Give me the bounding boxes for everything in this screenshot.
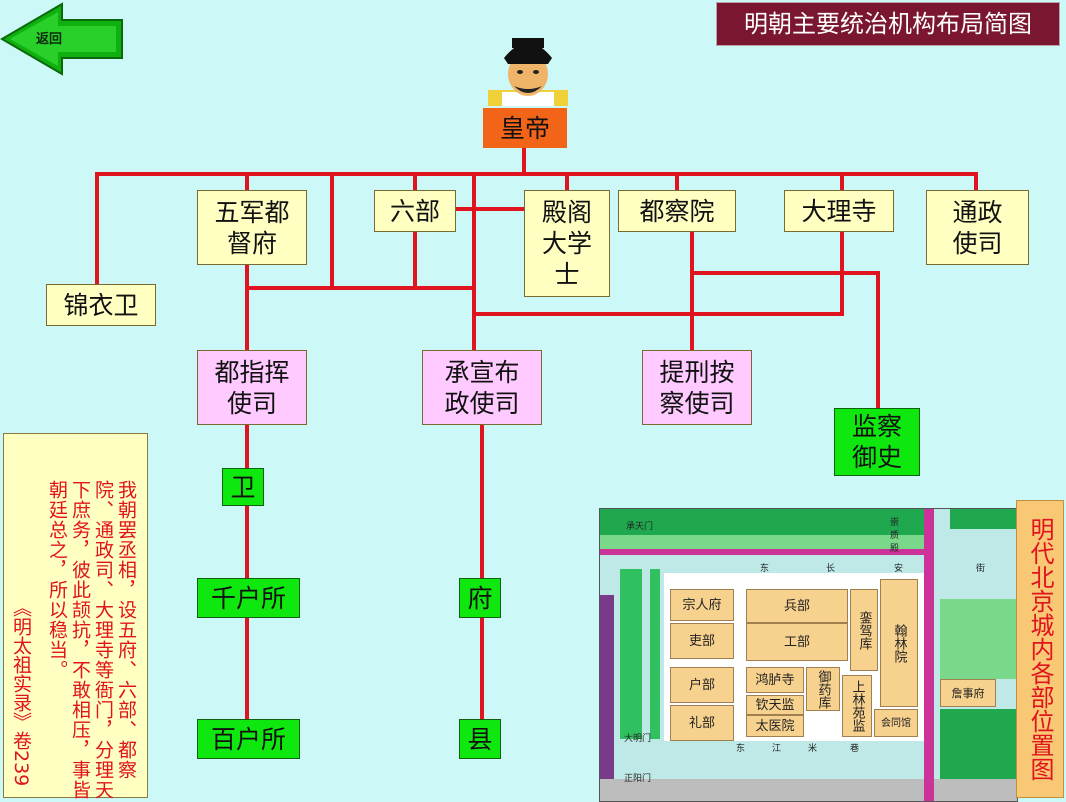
connector-line <box>472 312 844 316</box>
node-emperor: 皇帝 <box>483 108 567 148</box>
connector-line <box>245 506 249 578</box>
map-label-damingmen: 大明门 <box>624 734 652 744</box>
connector-line <box>95 172 99 284</box>
quote-box: 我朝罢丞相，设五府、六部、都察院、通政司、大理寺等衙门，分理天下庶务，彼此颉抗，… <box>3 433 148 800</box>
node-chengxuan-buzheng-shisi: 承宣布 政使司 <box>422 350 542 425</box>
beijing-map: 承天门 崇质殿 大明门 正阳门 东 长 安 街 东 江 米 巷 宗人府 吏部 户… <box>599 508 1018 802</box>
connector-line <box>245 618 249 719</box>
connector-line <box>245 265 249 351</box>
map-street-south-1: 东 <box>736 744 746 754</box>
left-arrow-icon <box>0 2 123 76</box>
map-luanjiaku: 銮驾库 <box>850 589 878 671</box>
map-street-north-1: 东 <box>760 564 770 574</box>
connector-line <box>840 172 844 190</box>
map-libu-official: 吏部 <box>670 623 734 659</box>
connector-line <box>565 172 569 190</box>
node-duchayuan: 都察院 <box>618 190 736 232</box>
node-wujun-dudufu: 五军都 督府 <box>197 190 307 265</box>
node-xian: 县 <box>459 719 501 759</box>
map-title: 明代北京城内各部位置图 <box>1016 500 1064 798</box>
quote-source: 《明太祖实录》卷239 <box>10 598 32 787</box>
node-du-zhihui-shisi: 都指挥 使司 <box>197 350 307 425</box>
map-street-south-2: 江 <box>772 744 782 754</box>
node-tixing-ancha-shisi: 提刑按 察使司 <box>642 350 752 425</box>
map-label-chongzhidian: 崇质殿 <box>890 518 900 554</box>
node-qianhusuo: 千户所 <box>197 578 300 618</box>
map-street-north-4: 街 <box>976 564 986 574</box>
node-tongzheng-shisi: 通政 使司 <box>926 190 1029 265</box>
map-shanglinyuan: 上林苑监 <box>842 675 872 737</box>
connector-line <box>472 172 476 350</box>
map-honglusi: 鸿胪寺 <box>746 667 804 693</box>
map-zhanshifu: 詹事府 <box>940 679 996 707</box>
map-huitongguan: 会同馆 <box>874 709 918 737</box>
map-label-zhengyangmen: 正阳门 <box>624 774 652 784</box>
connector-line <box>675 172 679 190</box>
node-dalisi: 大理寺 <box>784 190 894 232</box>
emperor-portrait-icon <box>488 38 568 106</box>
node-baihusuo: 百户所 <box>197 719 300 759</box>
map-zongrenfu: 宗人府 <box>670 589 734 621</box>
connector-line <box>480 423 484 578</box>
back-label: 返回 <box>36 32 63 47</box>
connector-line <box>413 232 417 288</box>
node-jinyiwei: 锦衣卫 <box>46 284 156 326</box>
map-street-north-2: 长 <box>826 564 836 574</box>
node-wei: 卫 <box>222 468 264 506</box>
map-street-south-4: 巷 <box>850 744 860 754</box>
page-title: 明朝主要统治机构布局简图 <box>716 2 1060 46</box>
connector-line <box>974 172 978 190</box>
quote-text: 我朝罢丞相，设五府、六部、都察院、通政司、大理寺等衙门，分理天下庶务，彼此颉抗，… <box>46 480 137 800</box>
node-dian-ge-daxueshi: 殿阁 大学 士 <box>524 190 610 297</box>
map-hanlinyuan: 翰林院 <box>880 579 918 707</box>
map-libu-rites: 礼部 <box>670 705 734 741</box>
connector-line <box>245 172 249 190</box>
back-button[interactable]: 返回 <box>0 0 124 78</box>
map-taiyiyuan: 太医院 <box>746 715 804 737</box>
node-liubu: 六部 <box>374 190 456 232</box>
map-qintianjian: 钦天监 <box>746 695 804 715</box>
connector-line <box>480 618 484 719</box>
connector-line <box>690 232 694 350</box>
connector-line <box>413 172 417 190</box>
connector-line <box>876 271 880 409</box>
map-yuyaoku: 御药库 <box>806 667 840 711</box>
map-gongbu: 工部 <box>746 623 848 661</box>
node-jiancha-yushi: 监察 御史 <box>834 408 920 476</box>
connector-line <box>690 271 880 275</box>
map-hubu: 户部 <box>670 667 734 703</box>
map-label-chengtianmen: 承天门 <box>626 522 654 532</box>
connector-line <box>330 172 334 288</box>
map-bingbu: 兵部 <box>746 589 848 623</box>
connector-line <box>522 148 526 174</box>
node-fu: 府 <box>459 578 501 618</box>
connector-line <box>95 172 976 176</box>
connector-line <box>245 286 476 290</box>
connector-line <box>245 423 249 468</box>
map-street-north-3: 安 <box>894 564 904 574</box>
map-street-south-3: 米 <box>808 744 818 754</box>
connector-line <box>456 207 526 211</box>
